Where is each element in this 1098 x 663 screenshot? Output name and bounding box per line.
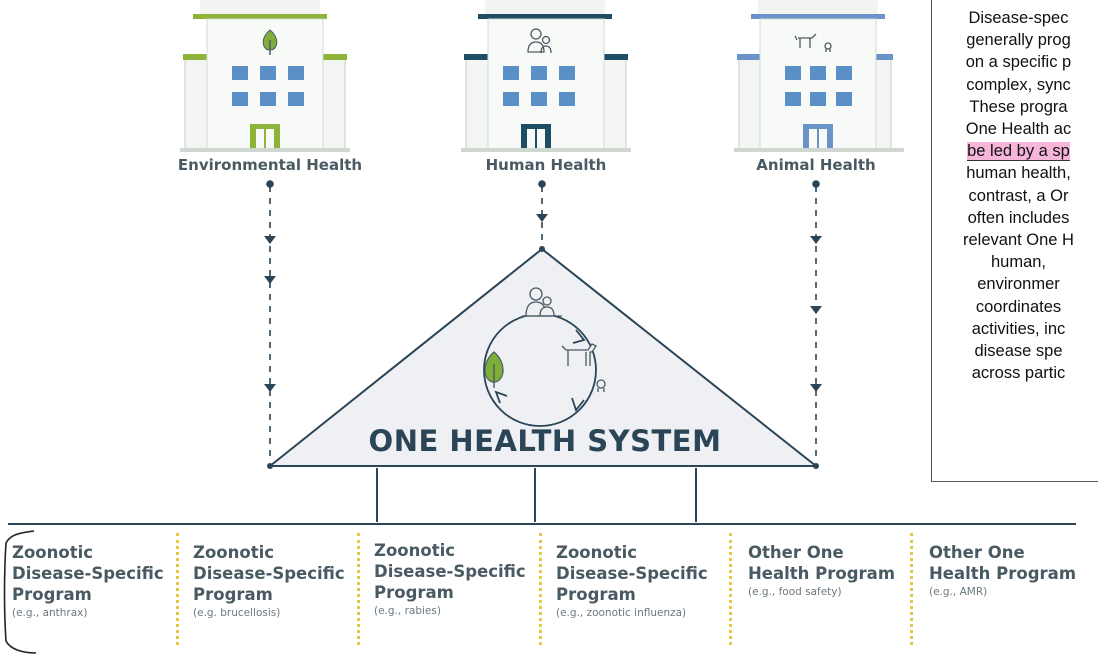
program-name: Zoonotic Disease-Specific Program — [193, 543, 345, 604]
note-line: These progra — [969, 97, 1068, 116]
note-line: One Health ac — [965, 120, 1072, 139]
program-name: Zoonotic Disease-Specific Program — [12, 543, 164, 604]
cycle-people-icon — [522, 287, 562, 317]
note-line: environmer — [977, 275, 1060, 294]
program-name: Other One Health Program — [929, 543, 1077, 583]
program-divider — [357, 533, 360, 645]
human-health-building — [461, 0, 631, 152]
program-name: Other One Health Program — [748, 543, 896, 583]
note-line: relevant One H — [963, 231, 1074, 250]
note-line: contrast, a Or — [968, 186, 1069, 205]
program-divider — [539, 533, 542, 645]
leaf-icon — [262, 29, 278, 55]
program-example: (e.g. brucellosis) — [193, 607, 281, 619]
people-icon — [527, 28, 552, 54]
program-column: Other One Health Program (e.g., food saf… — [748, 542, 895, 598]
cycle-livestock-icon — [561, 343, 606, 392]
program-divider — [910, 533, 913, 645]
note-highlight: be led by a sp — [967, 142, 1070, 162]
note-line: often includes — [967, 208, 1070, 227]
program-example: (e.g., food safety) — [748, 586, 842, 598]
system-title: ONE HEALTH SYSTEM — [368, 424, 722, 458]
note-line: human health, — [966, 164, 1071, 183]
note-line: complex, sync — [966, 75, 1071, 94]
animal-health-building — [734, 0, 904, 152]
sector-label-animal: Animal Health — [756, 156, 876, 174]
program-column: Zoonotic Disease-Specific Program (e.g.,… — [12, 542, 164, 619]
program-name: Zoonotic Disease-Specific Program — [374, 541, 526, 602]
program-example: (e.g., anthrax) — [12, 607, 88, 619]
program-divider — [729, 533, 732, 645]
program-example: (e.g., zoonotic influenza) — [556, 607, 687, 619]
program-divider — [176, 533, 179, 645]
livestock-icon — [794, 33, 832, 52]
program-column: Zoonotic Disease-Specific Program (e.g.,… — [374, 540, 526, 617]
sector-connectors — [264, 180, 822, 462]
program-example: (e.g., rabies) — [374, 605, 441, 617]
one-health-system-shape — [8, 246, 1076, 525]
environmental-health-building — [180, 0, 350, 152]
program-column: Zoonotic Disease-Specific Program (e.g.,… — [556, 542, 708, 619]
note-line: disease spe — [974, 342, 1063, 361]
program-example: (e.g., AMR) — [929, 586, 988, 598]
sector-label-environmental: Environmental Health — [177, 156, 363, 174]
cropped-note-box: Disease-spec generally prog on a specifi… — [931, 0, 1098, 482]
cycle-leaf-icon — [484, 351, 504, 388]
note-line: Disease-spec — [968, 9, 1069, 27]
program-name: Zoonotic Disease-Specific Program — [556, 543, 708, 604]
note-line: generally prog — [966, 31, 1071, 50]
sector-label-human: Human Health — [485, 156, 607, 174]
handwritten-bracket — [3, 530, 37, 654]
note-line: activities, inc — [971, 319, 1066, 338]
note-line: on a specific p — [965, 53, 1072, 72]
program-column: Zoonotic Disease-Specific Program (e.g. … — [193, 542, 345, 619]
note-line: across partic — [971, 364, 1066, 383]
note-line: coordinates — [975, 297, 1062, 316]
program-column: Other One Health Program (e.g., AMR) — [929, 542, 1076, 598]
note-line: human, — [990, 253, 1047, 272]
